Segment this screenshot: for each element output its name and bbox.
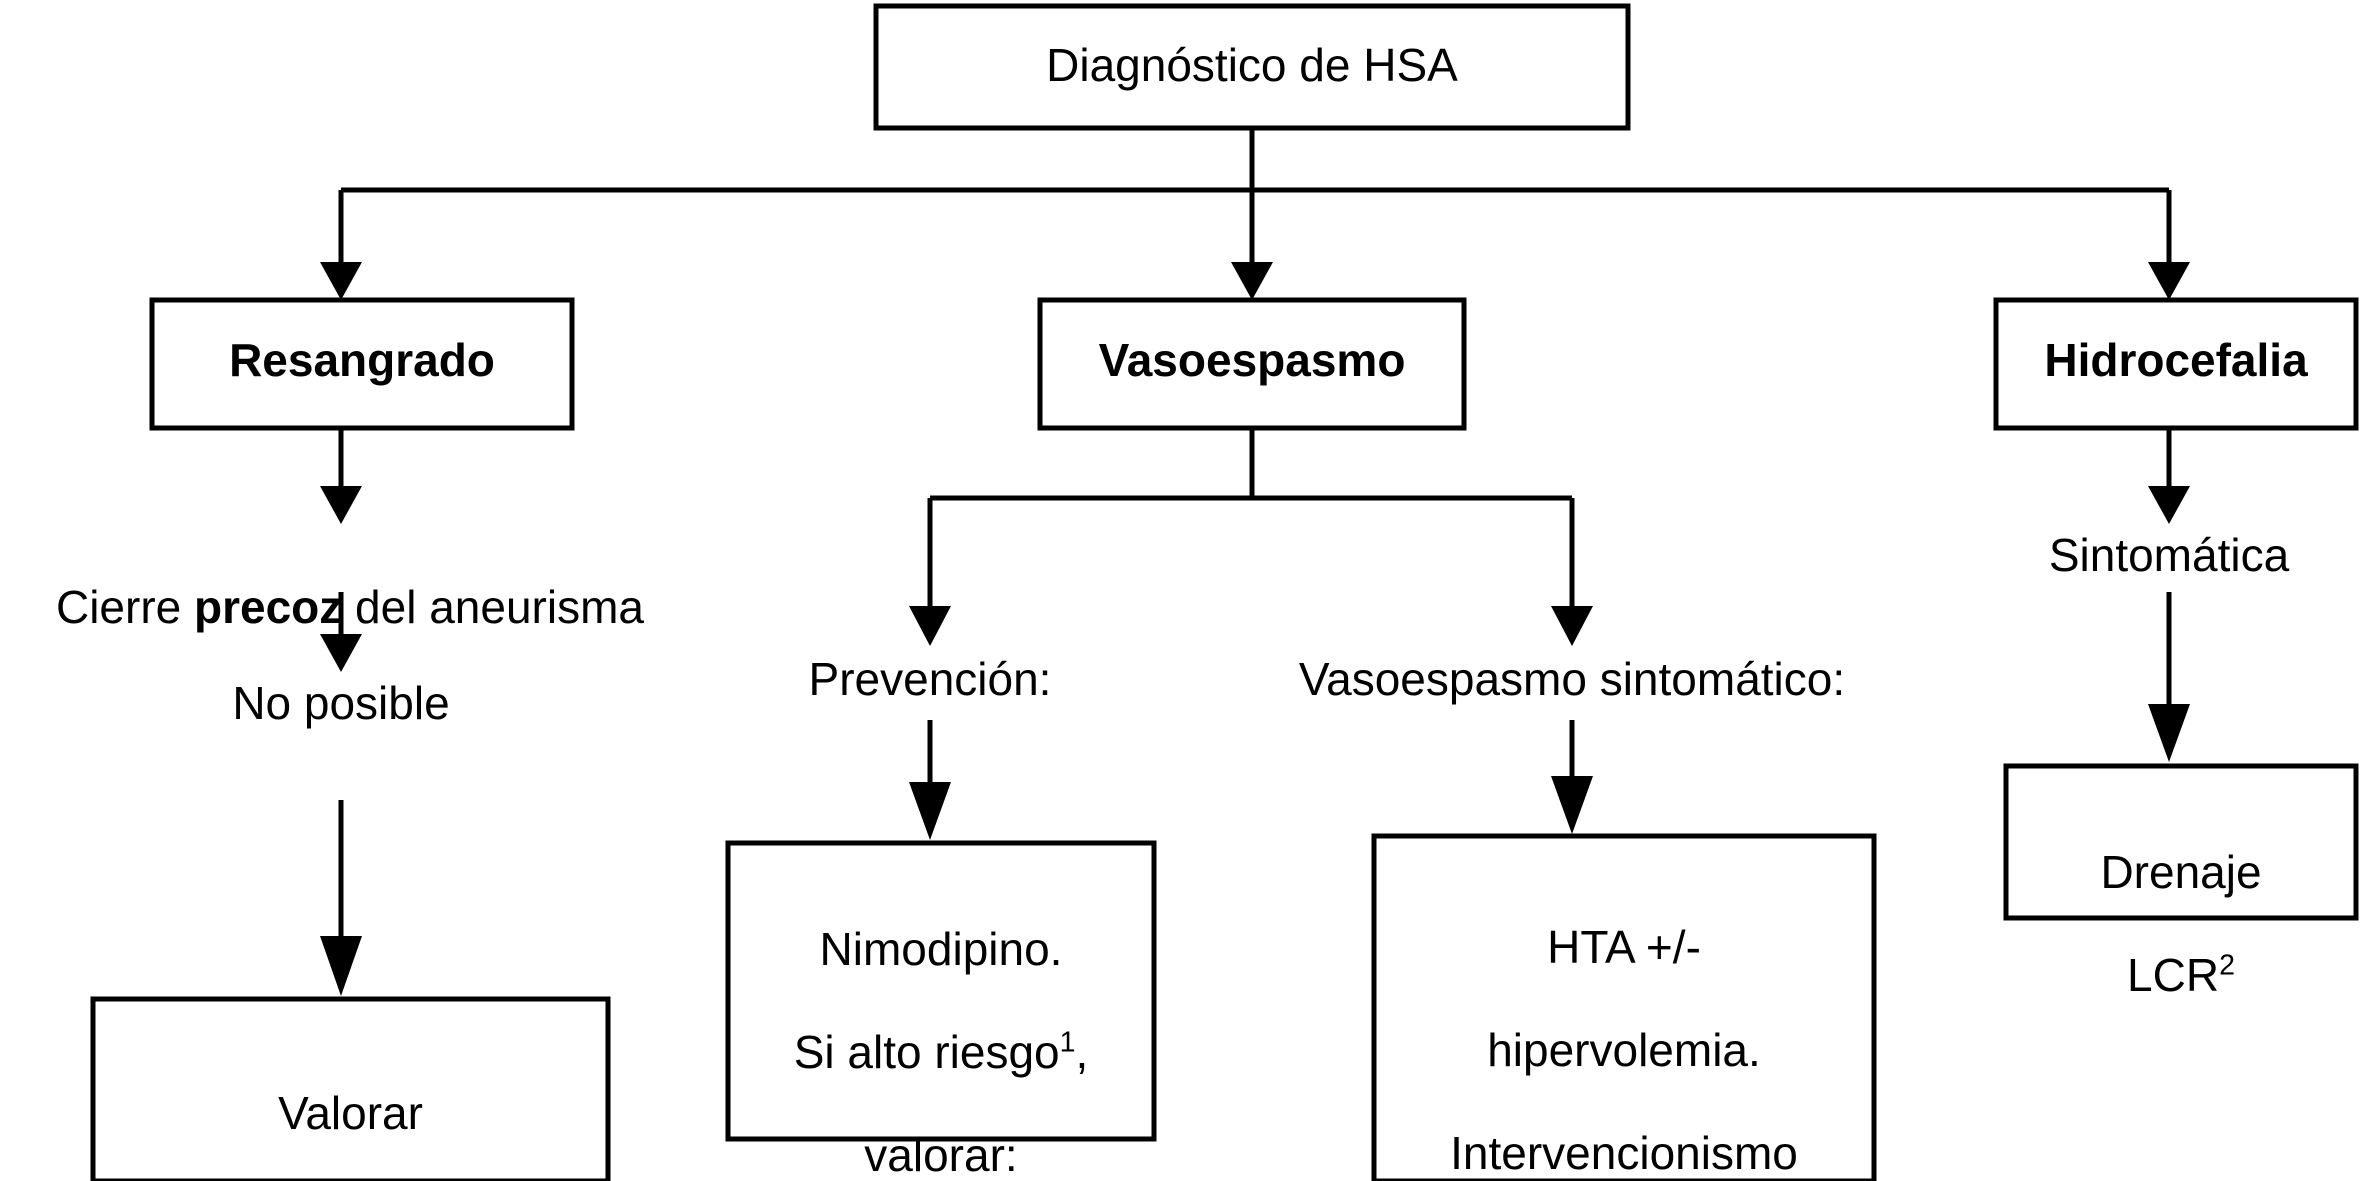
arrowhead-to-vasoespasmo (1231, 262, 1273, 300)
arrowhead-prevencion-to-nimodipino (909, 782, 951, 840)
arrowhead-to-hidrocefalia (2148, 262, 2190, 300)
arrowhead-sintomatico-to-hta (1551, 776, 1593, 834)
arrowhead-to-prevencion (909, 606, 951, 646)
arrowhead-to-resangrado (320, 262, 362, 300)
arrowhead-to-vasoespasmo-sintomatico (1551, 606, 1593, 646)
node-drenaje-lcr[interactable] (2003, 763, 2359, 921)
node-hta-hipervolemia[interactable] (1371, 833, 1877, 1181)
node-resangrado[interactable] (149, 297, 575, 431)
arrowhead-cierre-to-noposible (320, 634, 362, 672)
arrowhead-resangrado-to-cierre (320, 486, 362, 524)
node-hidrocefalia[interactable] (1993, 297, 2359, 431)
arrowhead-sintomatica-to-drenaje (2148, 704, 2190, 762)
node-valorar-antifibrinoliticos[interactable] (90, 996, 611, 1181)
node-nimodipino-estatinas[interactable] (725, 840, 1157, 1142)
node-diagnostico-hsa[interactable] (873, 3, 1631, 131)
arrowhead-hidrocefalia-to-sintomatica (2148, 486, 2190, 524)
arrowhead-noposible-to-valorar (320, 936, 362, 996)
node-vasoespasmo[interactable] (1037, 297, 1467, 431)
